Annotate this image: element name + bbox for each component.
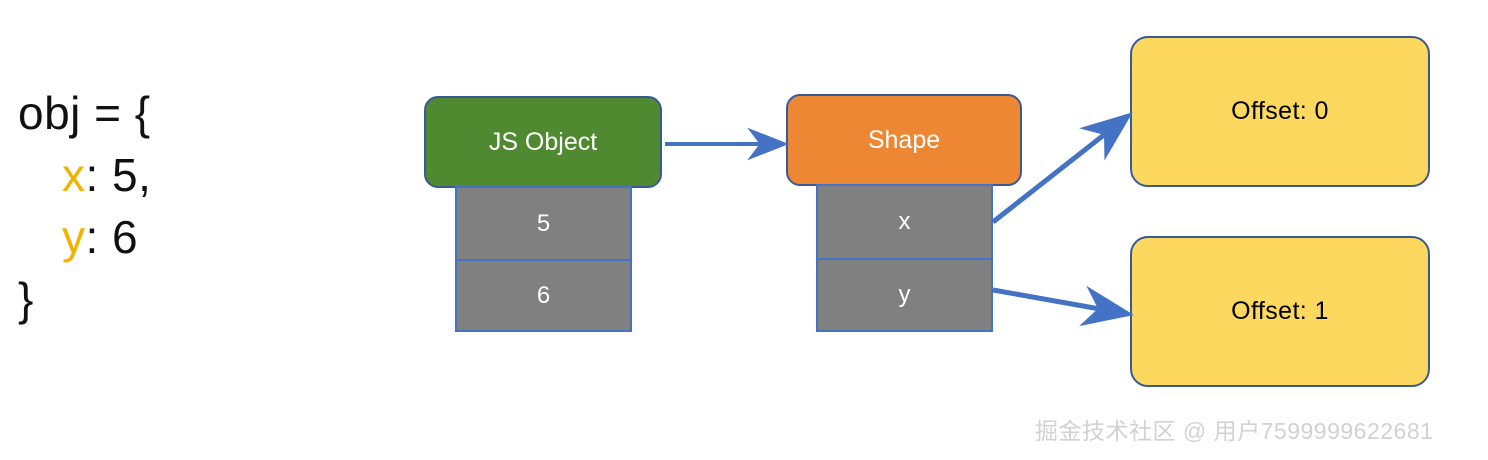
object-literal-code: obj = {x: 5,y: 6}	[18, 82, 278, 330]
js-object-title: JS Object	[488, 127, 598, 156]
offset-card: Offset: 1	[1130, 236, 1430, 387]
js-object-block: JS Object 5 6	[424, 96, 664, 332]
js-object-header: JS Object	[424, 96, 662, 188]
code-line: y: 6	[18, 206, 278, 268]
code-line: obj = {	[18, 82, 278, 144]
code-property-key: y	[62, 211, 86, 263]
js-object-slot-list: 5 6	[455, 186, 632, 332]
js-object-slot: 6	[457, 259, 630, 330]
shape-property: x	[818, 186, 991, 258]
code-line: x: 5,	[18, 144, 278, 206]
code-line: }	[18, 268, 278, 330]
watermark: 掘金技术社区 @ 用户7599999622681	[1035, 418, 1434, 444]
js-object-slot: 5	[457, 188, 630, 259]
code-text: }	[18, 273, 34, 325]
js-object-slot-value: 5	[536, 209, 551, 237]
shape-block: Shape x y	[786, 94, 1024, 332]
shape-property-name: y	[898, 281, 911, 308]
offset-card-label: Offset: 1	[1231, 297, 1329, 325]
shape-header: Shape	[786, 94, 1022, 186]
shape-property-name: x	[898, 208, 911, 235]
offset-card-label: Offset: 0	[1231, 97, 1329, 125]
code-text: obj = {	[18, 87, 151, 139]
js-object-slot-value: 6	[536, 281, 551, 309]
shape-property-list: x y	[816, 184, 993, 332]
offset-card: Offset: 0	[1130, 36, 1430, 187]
code-text: : 5,	[85, 149, 152, 201]
code-text: : 6	[85, 211, 139, 263]
code-property-key: x	[62, 149, 86, 201]
shape-property: y	[818, 258, 991, 330]
shape-title: Shape	[867, 125, 941, 154]
